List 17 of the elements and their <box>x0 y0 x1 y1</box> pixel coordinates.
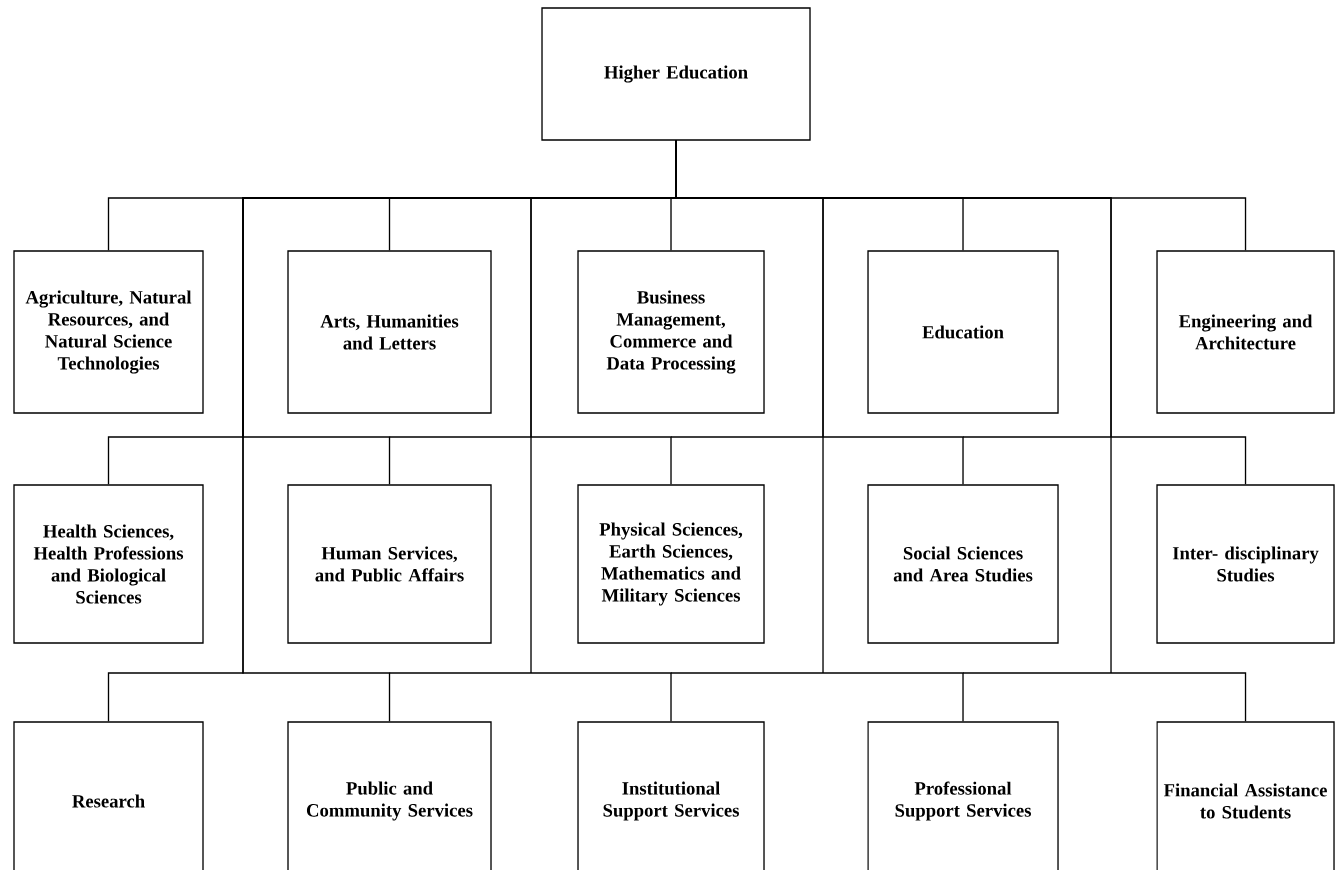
category-box: Social Sciences and Area Studies <box>867 484 1059 644</box>
category-box: Research <box>13 721 204 870</box>
category-box: Public and Community Services <box>287 721 492 870</box>
category-box: Human Services, and Public Affairs <box>287 484 492 644</box>
category-box: Health Sciences, Health Professions and Biological Sciences <box>13 484 204 644</box>
category-box: Inter- disciplinary Studies <box>1156 484 1335 644</box>
category-box: Engineering and Architecture <box>1156 250 1335 414</box>
category-box: Financial Assistance to Students <box>1156 721 1335 870</box>
category-box: Professional Support Services <box>867 721 1059 870</box>
category-box: Education <box>867 250 1059 414</box>
category-box: Physical Sciences, Earth Sciences, Mathematics and Military Sciences <box>577 484 765 644</box>
category-box: Institutional Support Services <box>577 721 765 870</box>
connector-line <box>675 140 1247 722</box>
category-box: Arts, Humanities and Letters <box>287 250 492 414</box>
category-box: Higher Education <box>541 7 811 141</box>
category-box: Agriculture, Natural Resources, and Natural Science Technologies <box>13 250 204 414</box>
category-box: Business Management, Commerce and Data Processing <box>577 250 765 414</box>
